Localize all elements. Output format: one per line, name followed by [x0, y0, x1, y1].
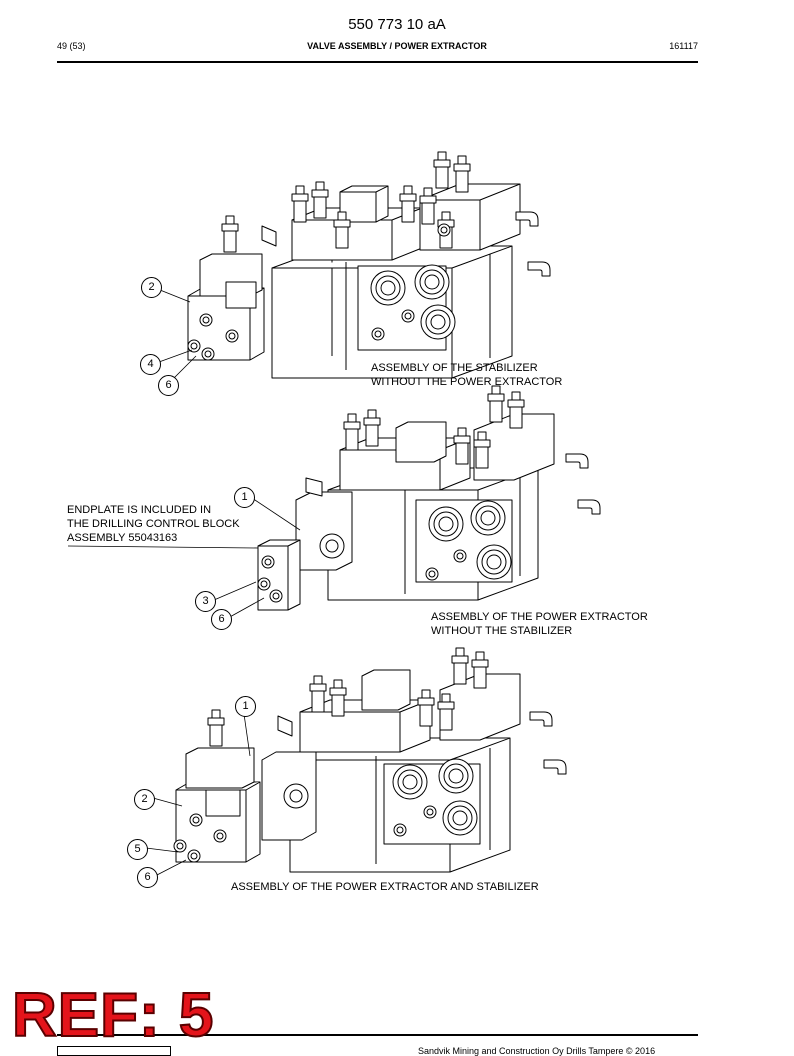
figure-1-caption-line2: WITHOUT THE POWER EXTRACTOR — [371, 376, 563, 388]
document-date: 161117 — [669, 41, 698, 51]
figure-1-caption: ASSEMBLY OF THE STABILIZER WITHOUT THE P… — [371, 361, 562, 389]
figure-2-caption: ASSEMBLY OF THE POWER EXTRACTOR WITHOUT … — [431, 610, 648, 638]
callout-6: 6 — [137, 867, 158, 888]
footer-rule — [57, 1034, 698, 1036]
endplate-note: ENDPLATE IS INCLUDED IN THE DRILLING CON… — [67, 503, 240, 545]
figure-2-drawing — [257, 385, 601, 611]
page-number: 49 (53) — [57, 41, 86, 51]
figure-2-caption-line1: ASSEMBLY OF THE POWER EXTRACTOR — [431, 611, 648, 623]
figure-3-caption: ASSEMBLY OF THE POWER EXTRACTOR AND STAB… — [231, 881, 539, 893]
callout-3: 3 — [195, 591, 216, 612]
figure-3-drawing — [173, 647, 567, 873]
header-rule — [57, 61, 698, 63]
footer-copyright: Sandvik Mining and Construction Oy Drill… — [418, 1046, 656, 1056]
figure-2-caption-line2: WITHOUT THE STABILIZER — [431, 625, 573, 637]
callout-1: 1 — [234, 487, 255, 508]
endplate-note-line3: ASSEMBLY 55043163 — [67, 532, 178, 544]
callout-6: 6 — [158, 375, 179, 396]
page-title: VALVE ASSEMBLY / POWER EXTRACTOR — [307, 41, 487, 51]
endplate-note-line1: ENDPLATE IS INCLUDED IN — [67, 504, 212, 516]
figure-1-drawing — [187, 151, 551, 379]
callout-1: 1 — [235, 696, 256, 717]
document-number: 550 773 10 aA — [348, 16, 446, 33]
callout-2: 2 — [141, 277, 162, 298]
ref-stamp: REF: 5 — [11, 980, 215, 1051]
figure-1-caption-line1: ASSEMBLY OF THE STABILIZER — [371, 362, 538, 374]
callout-4: 4 — [140, 354, 161, 375]
callout-5: 5 — [127, 839, 148, 860]
callout-6: 6 — [211, 609, 232, 630]
endplate-note-line2: THE DRILLING CONTROL BLOCK — [67, 518, 240, 530]
callout-2: 2 — [134, 789, 155, 810]
